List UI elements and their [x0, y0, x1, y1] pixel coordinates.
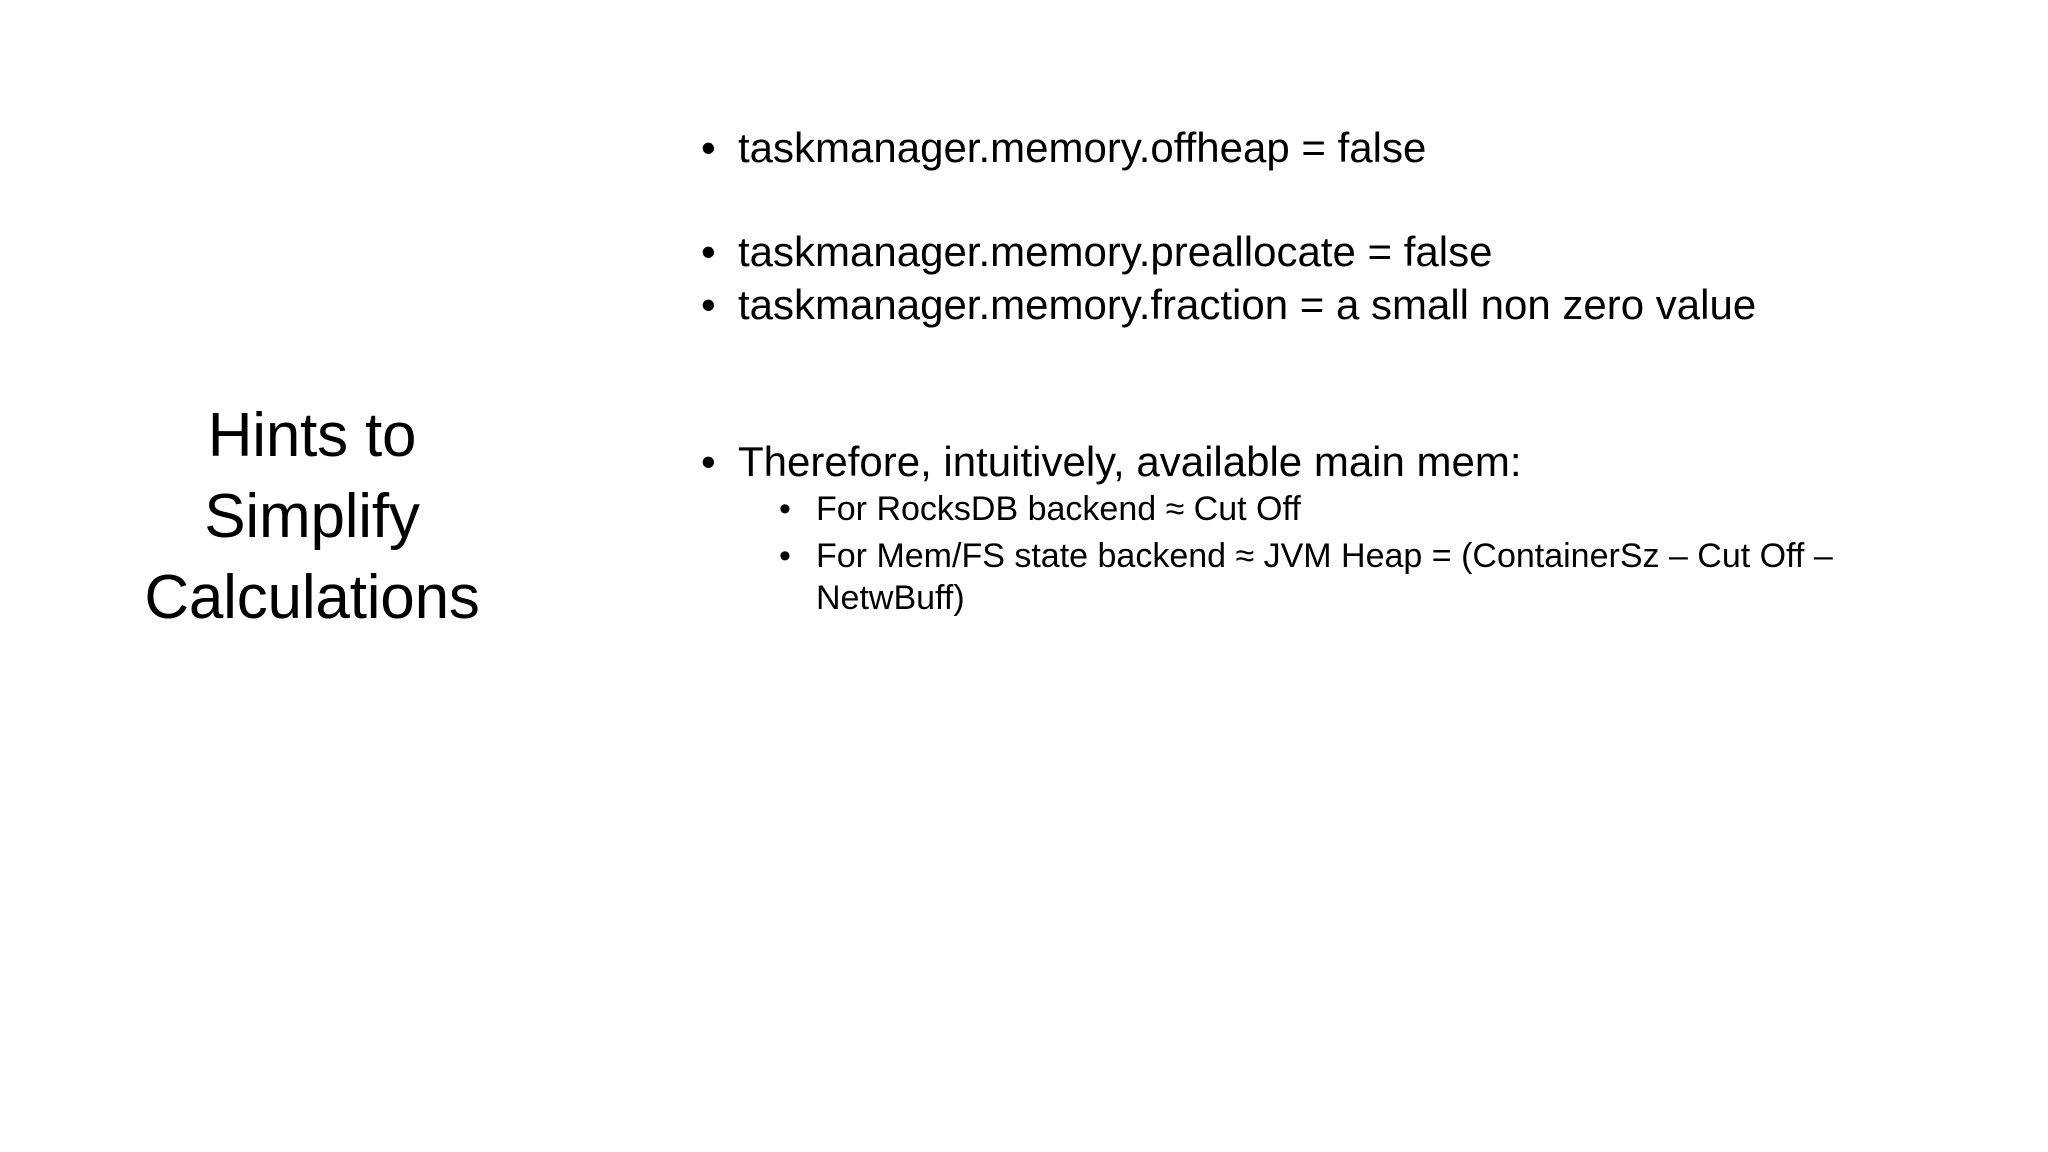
bullet-text: taskmanager.memory.fraction = a small no… [738, 281, 1757, 329]
title-line-1: Hints to [207, 401, 417, 470]
bullet-item: • taskmanager.memory.fraction = a small … [698, 279, 1990, 330]
bullet-text: Therefore, intuitively, available main m… [738, 437, 1522, 485]
sub-bullet-text: For Mem/FS state backend ≈ JVM Heap = (C… [816, 537, 1833, 617]
blank-paragraph [698, 333, 1990, 384]
bullet-marker-icon: • [701, 124, 716, 171]
bullet-item: • taskmanager.memory.preallocate = false [698, 226, 1990, 277]
bullet-marker-icon: • [701, 437, 716, 485]
bullet-text: taskmanager.memory.offheap = false [738, 124, 1427, 171]
bullet-item: • Therefore, intuitively, available main… [698, 436, 1990, 487]
bullet-marker-icon: • [701, 281, 716, 329]
sub-bullet-item: • For RocksDB backend ≈ Cut Off [776, 489, 1990, 530]
bullet-text: taskmanager.memory.preallocate = false [738, 228, 1493, 276]
title-line-3: Calculations [144, 563, 480, 633]
bullet-marker-icon: • [779, 489, 791, 528]
slide-title[interactable]: Hints to Simplify Calculations [62, 395, 562, 639]
title-line-2: Simplify [204, 482, 420, 552]
blank-paragraph [698, 384, 1990, 436]
bullet-item: • taskmanager.memory.offheap = false [698, 122, 1990, 173]
slide-body-content[interactable]: • taskmanager.memory.offheap = false • t… [698, 122, 1990, 625]
bullet-marker-icon: • [779, 537, 791, 576]
sub-bullet-text: For RocksDB backend ≈ Cut Off [816, 489, 1301, 528]
blank-paragraph [698, 175, 1990, 226]
bullet-marker-icon: • [701, 228, 716, 276]
sub-bullet-item: • For Mem/FS state backend ≈ JVM Heap = … [776, 536, 1990, 619]
